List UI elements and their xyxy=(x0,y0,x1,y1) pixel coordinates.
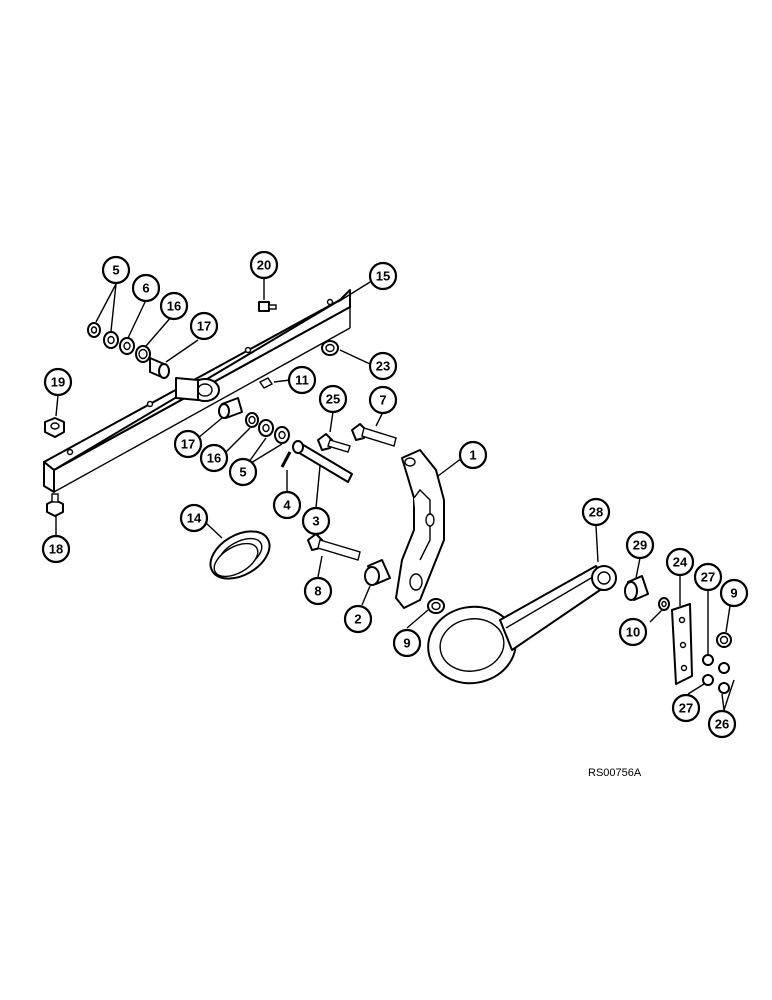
svg-text:17: 17 xyxy=(181,437,195,452)
svg-text:19: 19 xyxy=(51,375,65,390)
svg-text:23: 23 xyxy=(376,359,390,374)
svg-text:5: 5 xyxy=(112,263,119,278)
callout-14: 14 xyxy=(179,503,209,533)
part-9-nut-a xyxy=(427,598,445,614)
callout-28: 28 xyxy=(581,497,611,527)
part-4-pin xyxy=(280,451,292,468)
svg-text:24: 24 xyxy=(673,555,688,570)
part-24-plate xyxy=(671,603,693,685)
part-3-pin xyxy=(292,440,353,483)
callout-26: 26 xyxy=(707,709,737,739)
svg-text:11: 11 xyxy=(295,373,309,388)
svg-text:27: 27 xyxy=(679,701,693,716)
svg-text:4: 4 xyxy=(283,498,291,513)
lower-washer-stack xyxy=(218,397,290,444)
svg-text:5: 5 xyxy=(239,465,246,480)
svg-text:20: 20 xyxy=(257,258,271,273)
part-25-bolt xyxy=(317,433,351,453)
upper-washer-stack xyxy=(87,322,170,379)
svg-text:9: 9 xyxy=(730,586,737,601)
part-9-nut-b xyxy=(716,632,732,648)
callout-15: 15 xyxy=(368,261,398,291)
svg-text:3: 3 xyxy=(312,514,319,529)
svg-text:27: 27 xyxy=(701,570,715,585)
callout-27: 27 xyxy=(671,693,701,723)
callout-27: 27 xyxy=(693,562,723,592)
leader-lines xyxy=(55,278,735,711)
callout-5: 5 xyxy=(101,255,131,285)
callout-17: 17 xyxy=(173,429,203,459)
svg-text:17: 17 xyxy=(197,319,211,334)
callout-5: 5 xyxy=(228,457,258,487)
callouts: 5 6 16 17 20 15 23 19 11 25 7 17 16 5 1 … xyxy=(41,250,749,739)
callout-11: 11 xyxy=(287,365,317,395)
part-15-channel xyxy=(43,289,351,493)
part-10-washer xyxy=(658,597,670,611)
part-7-bolt xyxy=(351,423,397,447)
callout-1: 1 xyxy=(458,440,488,470)
part-14-seal xyxy=(209,530,271,580)
svg-text:29: 29 xyxy=(633,538,647,553)
callout-8: 8 xyxy=(303,576,333,606)
part-18-bolt xyxy=(46,493,64,517)
drawing-reference-code: RS00756A xyxy=(588,767,642,779)
callout-9: 9 xyxy=(392,628,422,658)
callout-19: 19 xyxy=(43,367,73,397)
svg-text:25: 25 xyxy=(326,392,340,407)
svg-text:14: 14 xyxy=(187,511,202,526)
part-11-clip xyxy=(258,377,274,389)
callout-6: 6 xyxy=(131,273,161,303)
svg-text:6: 6 xyxy=(142,281,149,296)
svg-text:18: 18 xyxy=(49,542,63,557)
callout-10: 10 xyxy=(618,617,648,647)
part-29-bushing xyxy=(624,575,649,601)
callout-9: 9 xyxy=(719,578,749,608)
svg-text:7: 7 xyxy=(379,393,386,408)
callout-17: 17 xyxy=(189,311,219,341)
svg-text:26: 26 xyxy=(715,717,729,732)
svg-text:15: 15 xyxy=(376,269,390,284)
svg-text:2: 2 xyxy=(354,612,361,627)
callout-4: 4 xyxy=(272,490,302,520)
svg-text:9: 9 xyxy=(403,636,410,651)
part-8-bolt xyxy=(307,533,361,561)
callout-16: 16 xyxy=(199,443,229,473)
callout-20: 20 xyxy=(249,250,279,280)
small-nuts-27-26 xyxy=(702,654,730,694)
callout-29: 29 xyxy=(625,530,655,560)
part-20-bolt xyxy=(258,301,277,312)
part-1-arm xyxy=(395,449,445,609)
callout-24: 24 xyxy=(665,547,695,577)
svg-text:8: 8 xyxy=(314,584,321,599)
part-2-bushing xyxy=(364,559,391,586)
part-23-nut xyxy=(321,340,339,356)
svg-text:10: 10 xyxy=(626,625,640,640)
callout-18: 18 xyxy=(41,534,71,564)
callout-7: 7 xyxy=(368,385,398,415)
callout-23: 23 xyxy=(368,351,398,381)
svg-text:28: 28 xyxy=(589,505,603,520)
svg-text:16: 16 xyxy=(167,299,181,314)
part-28-connecting-rod xyxy=(427,565,617,685)
callout-2: 2 xyxy=(343,604,373,634)
callout-25: 25 xyxy=(318,384,348,414)
svg-text:16: 16 xyxy=(207,451,221,466)
callout-3: 3 xyxy=(301,506,331,536)
part-19-nut xyxy=(44,417,65,438)
svg-text:1: 1 xyxy=(469,448,476,463)
callout-16: 16 xyxy=(159,291,189,321)
